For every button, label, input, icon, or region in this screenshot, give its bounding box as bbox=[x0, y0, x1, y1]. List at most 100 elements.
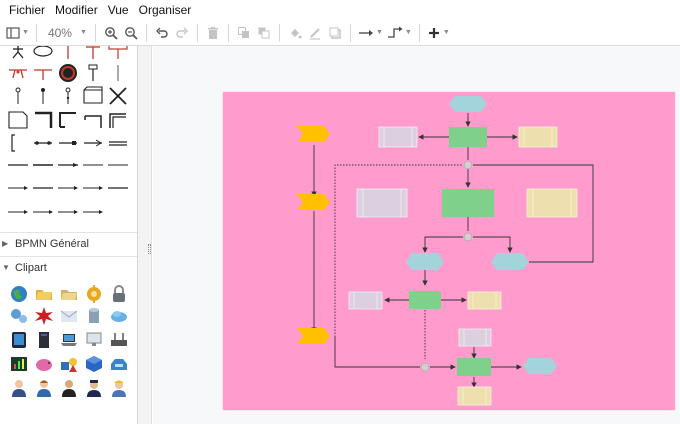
shape-line-1[interactable] bbox=[6, 154, 30, 176]
starburst-icon[interactable] bbox=[34, 306, 54, 326]
connector[interactable] bbox=[473, 164, 594, 263]
insert-button[interactable]: ▼ bbox=[425, 22, 452, 44]
to-front-button[interactable] bbox=[234, 22, 254, 44]
terminator-bottom[interactable] bbox=[523, 358, 557, 374]
shape-arrow-9[interactable] bbox=[81, 201, 105, 223]
shape-arrow-7[interactable] bbox=[31, 201, 55, 223]
process-bottom[interactable] bbox=[457, 358, 491, 376]
connector[interactable] bbox=[334, 337, 420, 368]
fill-color-button[interactable] bbox=[285, 22, 305, 44]
chevron-step-1[interactable] bbox=[297, 126, 330, 142]
chevron-step-3[interactable] bbox=[297, 328, 330, 344]
junction-point[interactable] bbox=[463, 160, 473, 170]
folder-icon[interactable] bbox=[34, 284, 54, 304]
undo-button[interactable] bbox=[152, 22, 172, 44]
shape-corner[interactable] bbox=[31, 109, 55, 131]
waypoints-button[interactable]: ▼ bbox=[385, 22, 414, 44]
subprocess-left[interactable] bbox=[356, 188, 408, 218]
redo-button[interactable] bbox=[172, 22, 192, 44]
subprocess-bottom[interactable] bbox=[457, 386, 492, 406]
zoom-in-button[interactable] bbox=[101, 22, 121, 44]
shape-container-red[interactable] bbox=[106, 46, 130, 62]
subprocess-mid-left[interactable] bbox=[348, 291, 383, 310]
shape-line-3[interactable] bbox=[56, 154, 80, 176]
shape-line-2[interactable] bbox=[31, 154, 55, 176]
delete-button[interactable] bbox=[203, 22, 223, 44]
chart-board-icon[interactable] bbox=[9, 354, 29, 374]
gear-icon[interactable] bbox=[84, 284, 104, 304]
shape-lifeline[interactable] bbox=[56, 46, 80, 62]
section-clipart[interactable]: ▼ Clipart bbox=[0, 256, 137, 278]
shape-line-5[interactable] bbox=[106, 154, 130, 176]
shape-link[interactable] bbox=[31, 132, 55, 154]
globe-icon[interactable] bbox=[9, 284, 29, 304]
section-bpmn-general[interactable]: ▶ BPMN Général bbox=[0, 232, 137, 254]
connection-button[interactable]: ▼ bbox=[356, 22, 385, 44]
shape-stick-figure[interactable] bbox=[6, 46, 30, 62]
terminator-top[interactable] bbox=[449, 96, 487, 112]
shape-arrow-6[interactable] bbox=[6, 201, 30, 223]
connector[interactable] bbox=[422, 236, 463, 253]
shapes-3d-icon[interactable] bbox=[59, 354, 79, 374]
shape-end-state[interactable] bbox=[56, 62, 80, 84]
shape-link-3[interactable] bbox=[81, 132, 105, 154]
subprocess-top-right[interactable] bbox=[518, 126, 558, 148]
terminator-left[interactable] bbox=[406, 253, 444, 270]
shadow-button[interactable] bbox=[325, 22, 345, 44]
cloud-icon[interactable] bbox=[109, 306, 129, 326]
shape-arrow-8[interactable] bbox=[56, 201, 80, 223]
shape-t-red-2[interactable] bbox=[31, 62, 55, 84]
diagram-canvas[interactable] bbox=[153, 46, 680, 424]
shape-corner-2[interactable] bbox=[56, 109, 80, 131]
router-icon[interactable] bbox=[109, 330, 129, 350]
padlock-icon[interactable] bbox=[109, 284, 129, 304]
shape-arrow-5[interactable] bbox=[106, 177, 130, 199]
zoom-dropdown[interactable]: 40% ▼ bbox=[42, 22, 90, 44]
chevron-step-2[interactable] bbox=[297, 194, 330, 210]
tablet-icon[interactable] bbox=[9, 330, 29, 350]
shape-arrow-2[interactable] bbox=[31, 177, 55, 199]
inbox-tray-icon[interactable] bbox=[109, 354, 129, 374]
format-panel-button[interactable]: ▼ bbox=[4, 22, 31, 44]
shape-fork-red[interactable] bbox=[6, 62, 30, 84]
shape-lollipop-3[interactable] bbox=[56, 85, 80, 107]
laptop-icon[interactable] bbox=[59, 330, 79, 350]
shape-x[interactable] bbox=[106, 85, 130, 107]
user-worker-icon[interactable] bbox=[109, 378, 129, 398]
subprocess-mid-right[interactable] bbox=[467, 291, 502, 310]
menu-organiser[interactable]: Organiser bbox=[138, 3, 192, 17]
shape-arrow-3[interactable] bbox=[56, 177, 80, 199]
process-center[interactable] bbox=[442, 189, 494, 217]
junction-point[interactable] bbox=[420, 362, 430, 372]
junction-point[interactable] bbox=[463, 232, 473, 242]
terminator-right[interactable] bbox=[491, 253, 529, 270]
shape-ellipse[interactable] bbox=[31, 46, 55, 62]
shape-line-v[interactable] bbox=[106, 62, 130, 84]
shape-corner-3[interactable] bbox=[81, 109, 105, 131]
network-gears-icon[interactable] bbox=[9, 306, 29, 326]
shape-line-4[interactable] bbox=[81, 154, 105, 176]
shape-corner-4[interactable] bbox=[106, 109, 130, 131]
server-tower-icon[interactable] bbox=[34, 330, 54, 350]
folder-icon[interactable] bbox=[59, 284, 79, 304]
user-officer-icon[interactable] bbox=[84, 378, 104, 398]
shape-arrow-4[interactable] bbox=[81, 177, 105, 199]
cube-icon[interactable] bbox=[84, 354, 104, 374]
menu-modifier[interactable]: Modifier bbox=[55, 3, 98, 17]
user-icon[interactable] bbox=[9, 378, 29, 398]
piggy-bank-icon[interactable] bbox=[34, 354, 54, 374]
sidebar-resize-handle[interactable] bbox=[138, 46, 152, 424]
shape-link-4[interactable] bbox=[106, 132, 130, 154]
connector[interactable] bbox=[334, 164, 463, 337]
shape-bracket[interactable] bbox=[6, 132, 30, 154]
shape-lollipop[interactable] bbox=[6, 85, 30, 107]
subprocess-bottom-top[interactable] bbox=[458, 328, 492, 347]
menu-vue[interactable]: Vue bbox=[107, 3, 129, 17]
shape-t-red[interactable] bbox=[81, 46, 105, 62]
shape-doc[interactable] bbox=[6, 109, 30, 131]
subprocess-top-left[interactable] bbox=[378, 126, 418, 148]
database-icon[interactable] bbox=[84, 306, 104, 326]
to-back-button[interactable] bbox=[254, 22, 274, 44]
shape-link-2[interactable] bbox=[56, 132, 80, 154]
shape-pin[interactable] bbox=[81, 62, 105, 84]
